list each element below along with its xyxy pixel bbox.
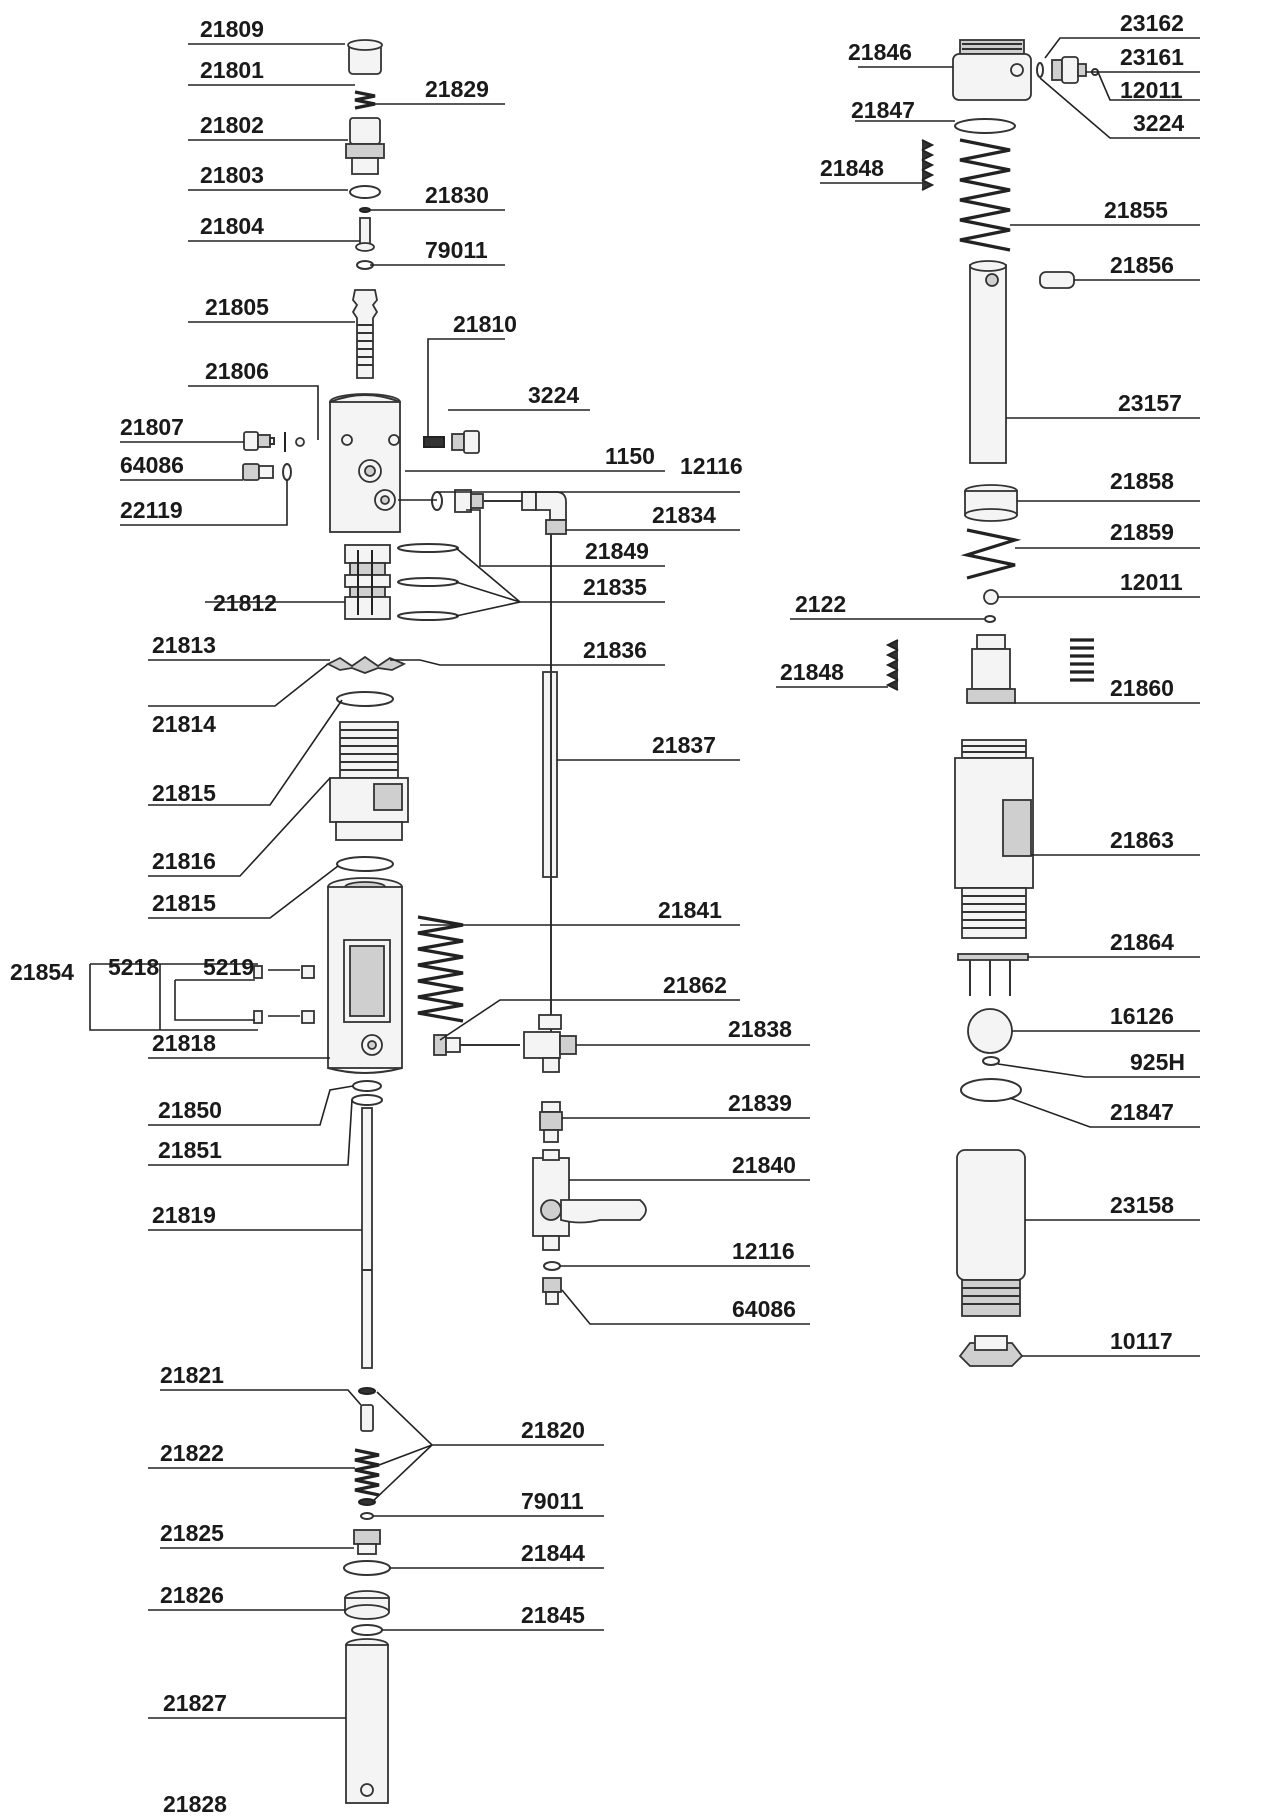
label-21813: 21813 xyxy=(152,632,216,658)
label-21806: 21806 xyxy=(205,358,269,384)
label-21850: 21850 xyxy=(158,1097,222,1123)
label-21860: 21860 xyxy=(1110,675,1174,701)
label-21801: 21801 xyxy=(200,57,264,83)
label-21847-lower: 21847 xyxy=(1110,1099,1174,1125)
label-21815-top: 21815 xyxy=(152,780,216,806)
label-12011: 12011 xyxy=(1120,77,1183,103)
label-21858: 21858 xyxy=(1110,468,1174,494)
label-3224: 3224 xyxy=(528,382,579,408)
label-21826: 21826 xyxy=(160,1582,224,1608)
label-79011: 79011 xyxy=(425,237,488,263)
label-21803: 21803 xyxy=(200,162,264,188)
label-21818: 21818 xyxy=(152,1030,216,1056)
label-21854: 21854 xyxy=(10,959,74,985)
label-21851: 21851 xyxy=(158,1137,222,1163)
label-16126: 16126 xyxy=(1110,1003,1174,1029)
right-assembly-drawing xyxy=(885,39,1099,1367)
label-21836: 21836 xyxy=(583,637,647,663)
label-21838: 21838 xyxy=(728,1016,792,1042)
part-labels: 21809 21801 21829 21802 21803 21830 2180… xyxy=(10,10,1185,1816)
label-21829: 21829 xyxy=(425,76,489,102)
label-21846: 21846 xyxy=(848,39,912,65)
label-21830: 21830 xyxy=(425,182,489,208)
label-925H: 925H xyxy=(1130,1049,1185,1075)
label-10117: 10117 xyxy=(1110,1328,1173,1354)
label-12116: 12116 xyxy=(680,453,743,479)
label-12116-lower: 12116 xyxy=(732,1238,795,1264)
label-21810: 21810 xyxy=(453,311,517,337)
label-21805: 21805 xyxy=(205,294,269,320)
label-64086-lower: 64086 xyxy=(732,1296,796,1322)
label-1150: 1150 xyxy=(605,443,655,469)
label-21834: 21834 xyxy=(652,502,716,528)
label-21804: 21804 xyxy=(200,213,264,239)
label-21809: 21809 xyxy=(200,16,264,42)
label-21837: 21837 xyxy=(652,732,716,758)
label-64086: 64086 xyxy=(120,452,184,478)
label-21847: 21847 xyxy=(851,97,915,123)
label-21840: 21840 xyxy=(732,1152,796,1178)
label-5218: 5218 xyxy=(108,954,159,980)
label-21855: 21855 xyxy=(1104,197,1168,223)
label-21839: 21839 xyxy=(728,1090,792,1116)
label-21844: 21844 xyxy=(521,1540,585,1566)
label-21802: 21802 xyxy=(200,112,264,138)
label-21856: 21856 xyxy=(1110,252,1174,278)
label-21841: 21841 xyxy=(658,897,722,923)
label-21822: 21822 xyxy=(160,1440,224,1466)
left-assembly-drawing xyxy=(242,39,567,1804)
middle-column-drawing xyxy=(523,534,647,1305)
label-12011-lower: 12011 xyxy=(1120,569,1183,595)
label-21821: 21821 xyxy=(160,1362,224,1388)
label-21819: 21819 xyxy=(152,1202,216,1228)
label-21807: 21807 xyxy=(120,414,184,440)
label-23158: 23158 xyxy=(1110,1192,1174,1218)
label-22119: 22119 xyxy=(120,497,183,523)
label-21845: 21845 xyxy=(521,1602,585,1628)
label-21863: 21863 xyxy=(1110,827,1174,853)
label-21862: 21862 xyxy=(663,972,727,998)
label-21814: 21814 xyxy=(152,711,216,737)
label-21864: 21864 xyxy=(1110,929,1174,955)
leader-lines xyxy=(89,37,1200,1719)
label-21812: 21812 xyxy=(213,590,277,616)
label-21828: 21828 xyxy=(163,1791,227,1816)
label-21827: 21827 xyxy=(163,1690,227,1716)
label-21815-bottom: 21815 xyxy=(152,890,216,916)
label-21859: 21859 xyxy=(1110,519,1174,545)
label-3224-right: 3224 xyxy=(1133,110,1184,136)
label-21848: 21848 xyxy=(820,155,884,181)
label-21835: 21835 xyxy=(583,574,647,600)
label-79011-lower: 79011 xyxy=(521,1488,584,1514)
label-21820: 21820 xyxy=(521,1417,585,1443)
label-21848-lower: 21848 xyxy=(780,659,844,685)
label-21816: 21816 xyxy=(152,848,216,874)
label-21849: 21849 xyxy=(585,538,649,564)
label-5219: 5219 xyxy=(203,954,254,980)
label-23161: 23161 xyxy=(1120,44,1184,70)
label-23157: 23157 xyxy=(1118,390,1182,416)
label-2122: 2122 xyxy=(795,591,846,617)
label-21825: 21825 xyxy=(160,1520,224,1546)
label-23162: 23162 xyxy=(1120,10,1184,36)
